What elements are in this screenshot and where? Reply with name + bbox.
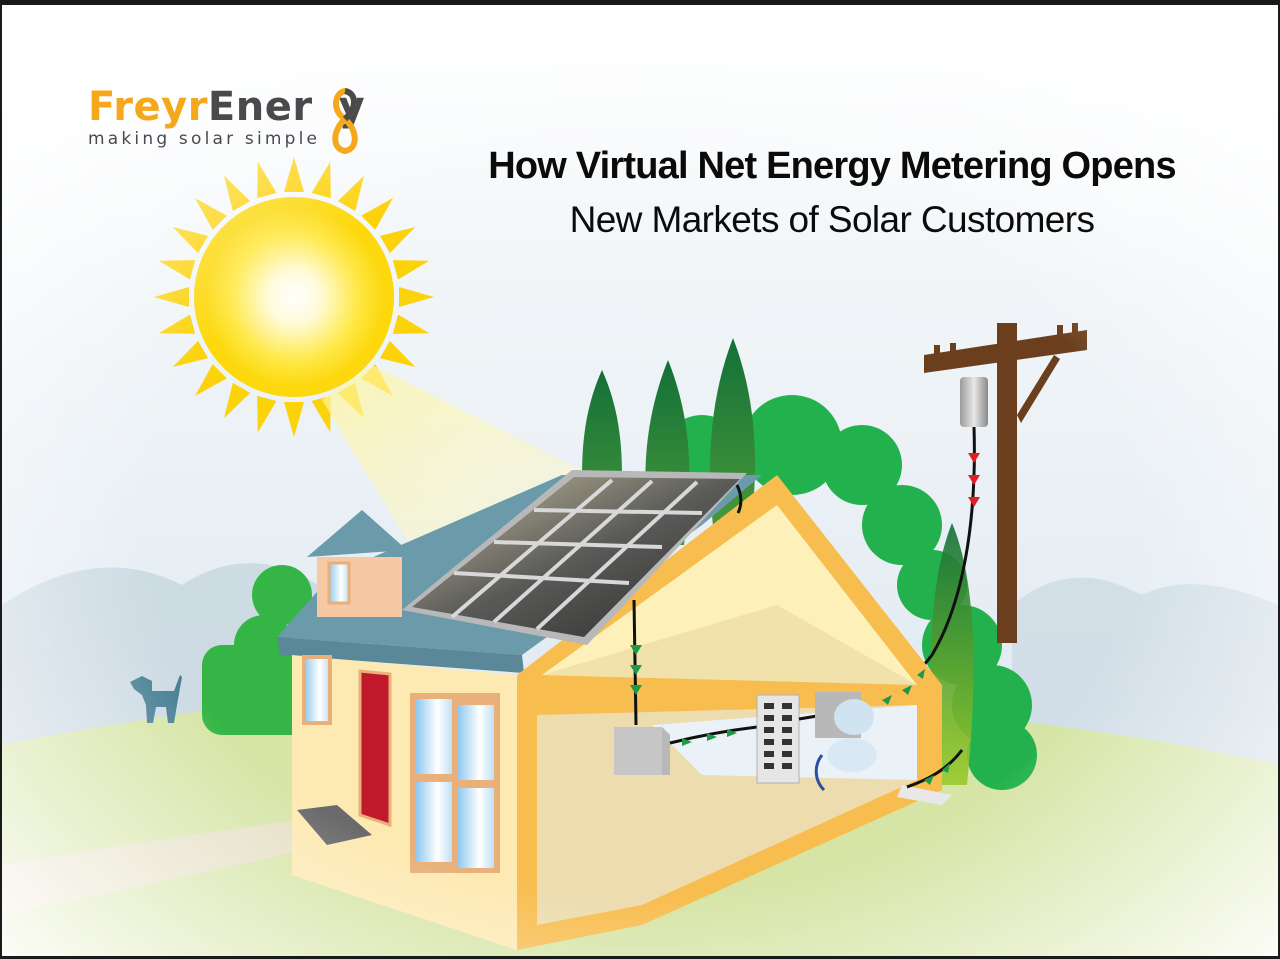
brand-tagline: making solar simple	[88, 129, 321, 149]
headline-line-2: New Markets of Solar Customers	[569, 199, 1095, 240]
brand-name-freyr: Freyr	[88, 84, 208, 130]
headline: How Virtual Net Energy Metering Opens Ne…	[422, 143, 1242, 243]
brand-name-energy: Ener	[207, 84, 313, 130]
solar-house-illustration	[2, 5, 1278, 956]
vignette	[2, 5, 1278, 956]
headline-line-1: How Virtual Net Energy Metering Opens	[488, 145, 1176, 187]
infinity-8-icon	[332, 87, 358, 155]
